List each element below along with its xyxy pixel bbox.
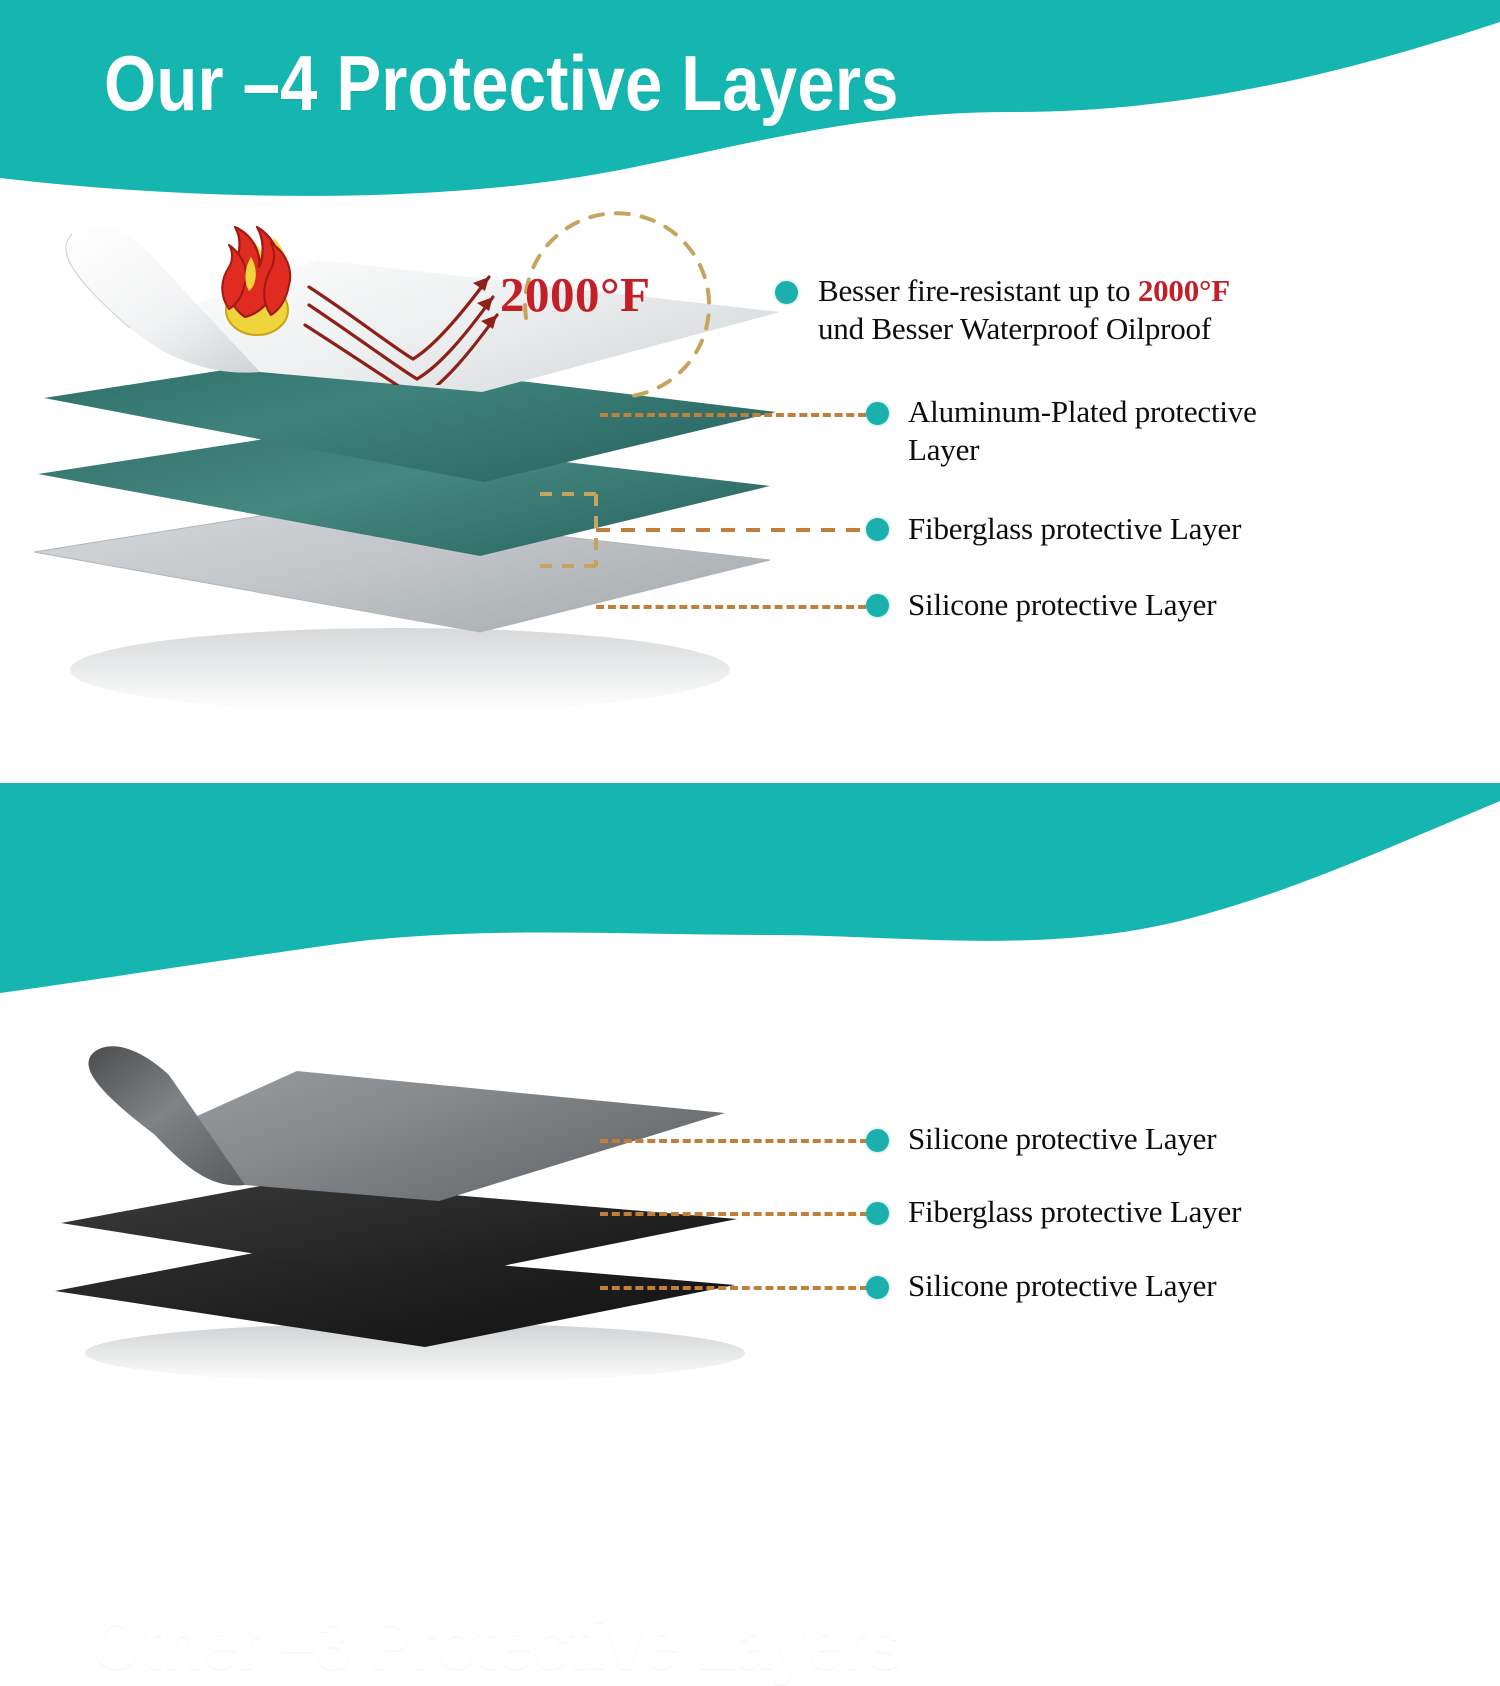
callout-silicone-top: Silicone protective Layer xyxy=(908,1120,1488,1158)
our-layers-title: Our –4 Protective Layers xyxy=(104,39,899,127)
callout-silicone-bottom: Silicone protective Layer xyxy=(908,1267,1488,1305)
callout-silicone-line1: Silicone protective Layer xyxy=(908,587,1217,622)
aluminum-plated-sheet xyxy=(65,225,780,392)
bullet-silicone-bottom xyxy=(866,1276,889,1299)
banner-wave-shape-bottom xyxy=(0,783,1500,993)
bullet-fiberglass xyxy=(866,518,889,541)
bullet-aluminum xyxy=(866,402,889,425)
callout-fiberglass-2-line1: Fiberglass protective Layer xyxy=(908,1194,1242,1229)
leader-line-fiberglass-2 xyxy=(600,1212,868,1216)
fiberglass-bracket-svg xyxy=(540,492,874,568)
callout-aluminum: Aluminum-Plated protective Layer xyxy=(908,393,1488,470)
temperature-arc-svg xyxy=(523,211,712,398)
callout-fiberglass-line1: Fiberglass protective Layer xyxy=(908,511,1242,546)
four-layer-stack-illustration xyxy=(10,200,810,720)
heat-arrow-heads xyxy=(473,277,497,329)
callout-aluminum-line2: Layer xyxy=(908,432,980,468)
temperature-dashed-arc xyxy=(512,198,722,408)
callout-fire-temperature: 2000°F xyxy=(1137,273,1230,308)
bullet-fire-resistance xyxy=(775,281,798,304)
callout-fiberglass: Fiberglass protective Layer xyxy=(908,510,1488,548)
stack-ground-shadow xyxy=(70,628,730,712)
fiberglass-sheet xyxy=(61,1181,737,1281)
bullet-silicone xyxy=(866,594,889,617)
leader-line-silicone xyxy=(596,605,866,609)
callout-fire-resistance: Besser fire-resistant up to 2000°F und B… xyxy=(818,272,1498,349)
callout-fire-line2: und Besser Waterproof Oilproof xyxy=(818,311,1211,347)
heat-deflection-svg xyxy=(221,225,499,385)
other-layers-title: Other –3 Protective Layers xyxy=(92,1602,903,1685)
bullet-silicone-top xyxy=(866,1129,889,1152)
bullet-fiberglass-2 xyxy=(866,1202,889,1225)
deflected-heat-arrows xyxy=(303,275,499,385)
flame-icon xyxy=(221,225,292,336)
fiberglass-sheet-upper xyxy=(44,356,776,482)
other-layers-banner: Other –3 Protective Layers xyxy=(0,783,1500,1685)
four-layer-stack-svg xyxy=(33,225,780,712)
fiberglass-sheet-lower xyxy=(38,432,770,556)
silicone-sheet xyxy=(33,507,771,633)
callout-silicone-bottom-line1: Silicone protective Layer xyxy=(908,1268,1217,1303)
callout-aluminum-line1: Aluminum-Plated protective xyxy=(908,394,1257,429)
callout-silicone-top-line1: Silicone protective Layer xyxy=(908,1121,1217,1156)
callout-fiberglass-2: Fiberglass protective Layer xyxy=(908,1193,1488,1231)
callout-fire-text-before: Besser fire-resistant up to xyxy=(818,273,1138,308)
temperature-value: 2000°F xyxy=(500,267,651,322)
silicone-sheet-top xyxy=(88,1046,725,1201)
three-layer-stack-svg xyxy=(55,1046,745,1380)
leader-bracket-fiberglass xyxy=(538,489,878,571)
leader-line-silicone-bottom xyxy=(600,1286,868,1290)
our-layers-banner: Our –4 Protective Layers xyxy=(0,0,1500,215)
banner-wave-shape-top xyxy=(0,0,1500,196)
callout-silicone: Silicone protective Layer xyxy=(908,586,1488,624)
leader-line-silicone-top xyxy=(600,1139,868,1143)
three-layer-stack-illustration xyxy=(35,1035,825,1380)
silicone-sheet-bottom xyxy=(55,1247,735,1347)
stack-ground-shadow-2 xyxy=(85,1323,745,1380)
leader-line-aluminum xyxy=(600,413,866,417)
heat-deflection-group xyxy=(205,205,725,385)
